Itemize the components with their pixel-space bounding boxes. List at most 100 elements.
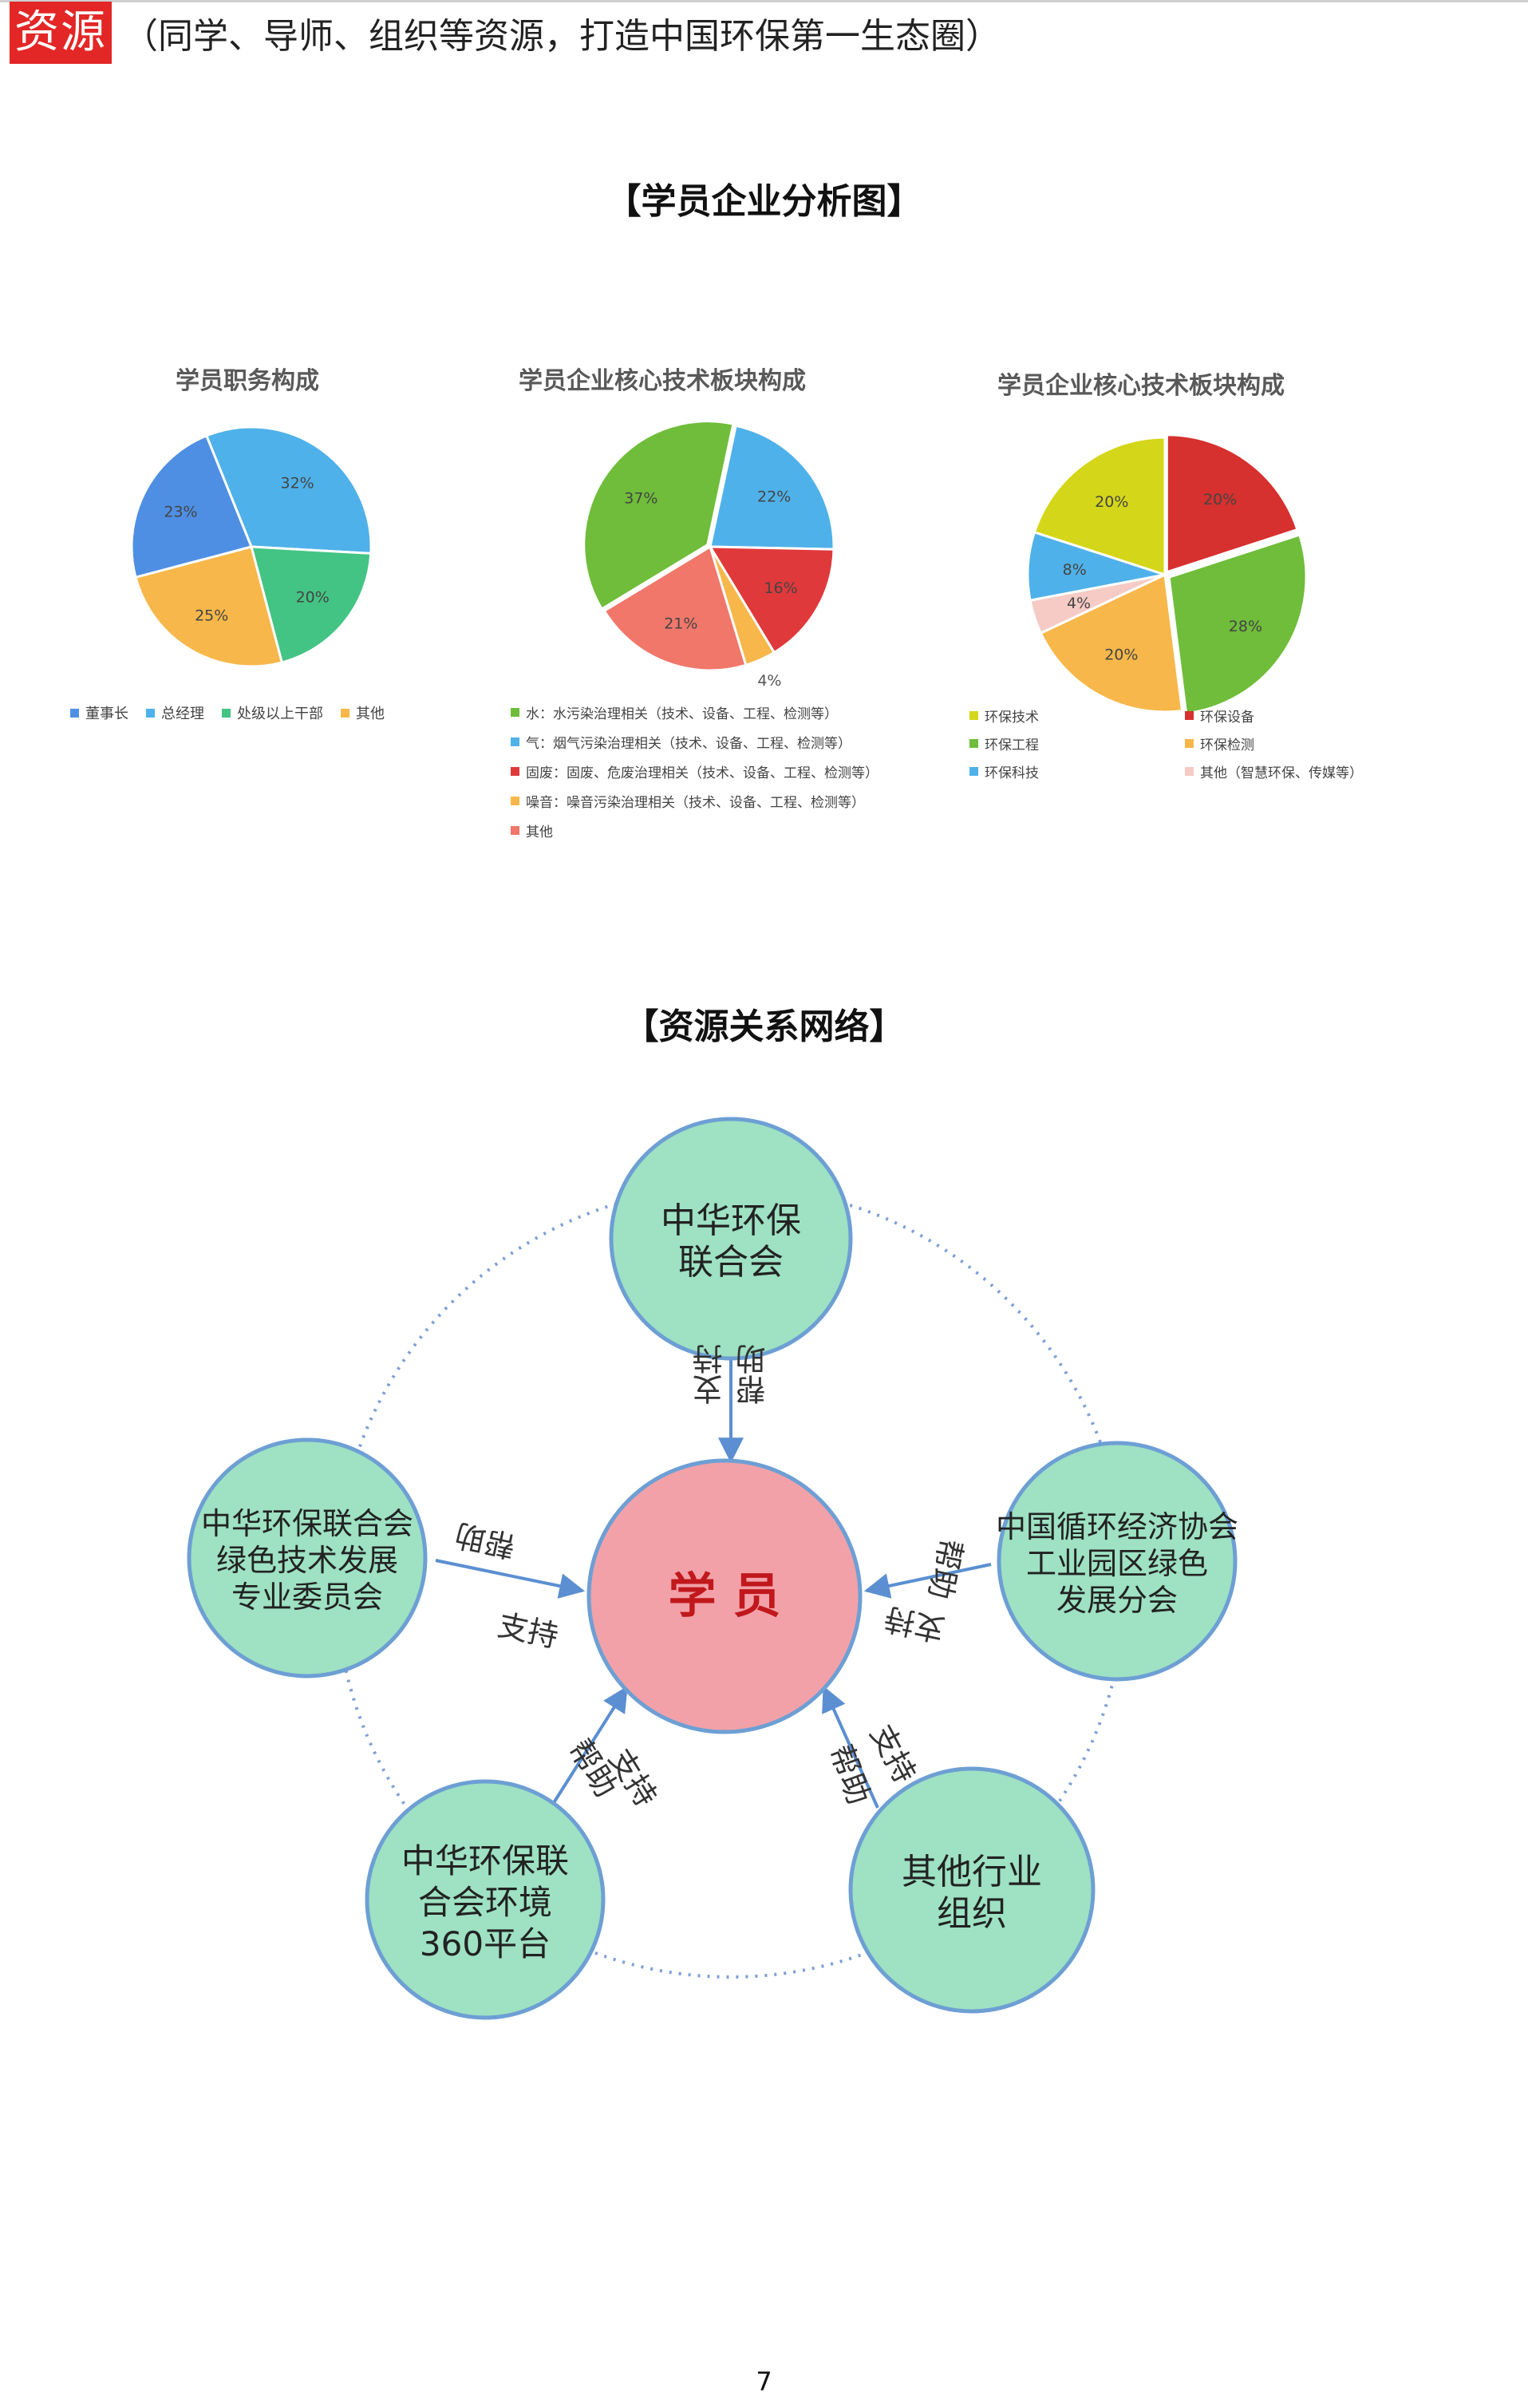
legend-label: 董事长 [85, 706, 128, 722]
legend-item: 气：烟气污染治理相关（技术、设备、工程、检测等） [511, 732, 1005, 752]
legend-swatch [511, 767, 519, 776]
legend-item: 环保技术 [969, 706, 1167, 726]
pie-data-label: 20% [1203, 491, 1237, 508]
legend-label: 总经理 [161, 706, 204, 722]
pie-data-label: 8% [1063, 561, 1087, 579]
pie-data-label: 20% [1095, 493, 1128, 511]
pie-slice [204, 425, 373, 555]
svg-text:支持: 支持 [863, 1719, 923, 1789]
edge-label-left-help: 帮助 [452, 1516, 519, 1564]
svg-text:帮助: 帮助 [823, 1740, 877, 1809]
pie-slice [1039, 572, 1184, 714]
node-right: 中国循环经济协会工业园区绿色发展分会 [996, 1441, 1238, 1682]
node-left: 中华环保联合会绿色技术发展专业委员会 [187, 1437, 428, 1678]
legend-item: 环保科技 [969, 761, 1167, 781]
pie-data-label: 32% [281, 475, 314, 492]
chart2-legend: 水：水污染治理相关（技术、设备、工程、检测等） 气：烟气污染治理相关（技术、设备、… [511, 702, 1005, 850]
legend-item: 处级以上干部 [222, 702, 323, 723]
legend-label: 环保科技 [985, 765, 1039, 781]
node-bottom-right: 其他行业组织 [848, 1766, 1096, 2014]
svg-text:支持: 支持 [693, 1344, 728, 1405]
edge-label-right-help: 帮助 [922, 1536, 969, 1603]
legend-label: 固废：固废、危废治理相关（技术、设备、工程、检测等） [526, 765, 879, 781]
svg-text:学 员: 学 员 [669, 1568, 781, 1624]
header-subtitle: （同学、导师、组织等资源，打造中国环保第一生态圈） [123, 16, 1001, 57]
legend-item: 水：水污染治理相关（技术、设备、工程、检测等） [511, 702, 1005, 722]
pie-slice [602, 544, 748, 672]
arrow-left [435, 1559, 586, 1599]
legend-swatch [146, 708, 155, 718]
legend-item: 环保工程 [969, 733, 1167, 753]
legend-swatch [511, 737, 519, 746]
legend-swatch [511, 826, 519, 835]
legend-item: 噪音：噪音污染治理相关（技术、设备、工程、检测等） [511, 791, 1005, 811]
resource-network-diagram: 中华环保联合会 中华环保联合会绿色技术发展专业委员会 中国循环经济协会工业园区绿… [187, 1117, 1238, 2020]
legend-item: 固废：固废、危废治理相关（技术、设备、工程、检测等） [511, 761, 1005, 781]
legend-item: 其他 [511, 820, 1005, 840]
legend-swatch [1185, 739, 1194, 748]
legend-item: 其他 [341, 702, 385, 723]
pie-slice [582, 420, 735, 611]
node-top: 中华环保联合会 [609, 1117, 853, 1361]
svg-text:中华环保联合会绿色技术发展专业委员会: 中华环保联合会绿色技术发展专业委员会 [201, 1506, 413, 1615]
legend-label: 环保技术 [985, 710, 1039, 726]
legend-swatch [1185, 767, 1194, 776]
pie-data-label: 16% [764, 579, 797, 597]
chart3-legend: 环保技术 环保设备环保工程 环保检测环保科技 其他（智慧环保、传媒等） [969, 706, 1400, 781]
pie-chart-tech-2: 20%28%20%4%8%20% [1026, 433, 1308, 715]
section-title-network: 【资源关系网络】 [623, 1006, 905, 1047]
pie-data-label: 23% [164, 504, 197, 521]
edge-label-bottom-right-support: 支持 [863, 1719, 923, 1789]
resource-tag: 资源 [10, 2, 112, 64]
svg-text:帮助: 帮助 [736, 1344, 771, 1405]
page-number: 7 [756, 2366, 772, 2397]
legend-label: 环保工程 [985, 737, 1039, 753]
legend-label: 水：水污染治理相关（技术、设备、工程、检测等） [526, 706, 838, 722]
svg-text:帮助: 帮助 [452, 1516, 519, 1564]
svg-text:支持: 支持 [495, 1607, 562, 1655]
edge-label-bottom-right-help: 帮助 [823, 1740, 877, 1809]
pie-slice [130, 433, 254, 579]
pie-data-label: 28% [1229, 618, 1262, 635]
legend-swatch [511, 708, 519, 717]
legend-item: 董事长 [70, 702, 128, 723]
legend-label: 其他（智慧环保、传媒等） [1200, 765, 1363, 781]
legend-label: 环保设备 [1200, 710, 1254, 726]
legend-swatch [70, 708, 79, 718]
chart1-title: 学员职务构成 [176, 367, 319, 395]
pie-slice [1032, 436, 1167, 577]
legend-label: 其他 [526, 824, 553, 840]
section-title-analysis: 【学员企业分析图】 [606, 181, 922, 222]
pie-data-label: 4% [1067, 595, 1091, 612]
pie-data-label: 20% [296, 589, 330, 607]
svg-text:中国循环经济协会工业园区绿色发展分会: 中国循环经济协会工业园区绿色发展分会 [996, 1509, 1238, 1618]
legend-label: 噪音：噪音污染治理相关（技术、设备、工程、检测等） [526, 795, 865, 811]
pie-chart-tech-1: 22%16%4%21%37% [582, 420, 835, 690]
legend-swatch [511, 797, 519, 805]
pie-data-label: 37% [624, 489, 657, 507]
chart3-title: 学员企业核心技术板块构成 [997, 372, 1285, 400]
chart1-legend: 董事长 总经理 处级以上干部其他 [70, 702, 517, 723]
pie-slice [250, 545, 373, 664]
legend-swatch [969, 711, 978, 720]
arrow-right [863, 1563, 992, 1599]
legend-swatch [969, 767, 978, 776]
pie-chart-positions: 32% 20% 25% 23% [130, 425, 373, 668]
legend-item: 其他（智慧环保、传媒等） [1185, 761, 1383, 781]
arrow-bottom-right [822, 1686, 879, 1809]
svg-text:其他行业组织: 其他行业组织 [902, 1852, 1042, 1934]
legend-item: 环保设备 [1185, 706, 1383, 726]
pie-slice [1165, 433, 1299, 574]
legend-item: 总经理 [146, 702, 204, 723]
legend-swatch [969, 739, 978, 748]
legend-label: 环保检测 [1200, 737, 1254, 753]
pie-data-label: 4% [757, 672, 781, 690]
edge-label-right-support: 支持 [881, 1600, 948, 1647]
pie-data-label: 25% [195, 607, 228, 625]
pie-slice [134, 545, 284, 668]
chart2-title: 学员企业核心技术板块构成 [519, 367, 806, 395]
pie-slice [708, 545, 835, 654]
edge-label-left-support: 支持 [495, 1607, 562, 1655]
legend-item: 环保检测 [1185, 733, 1383, 753]
